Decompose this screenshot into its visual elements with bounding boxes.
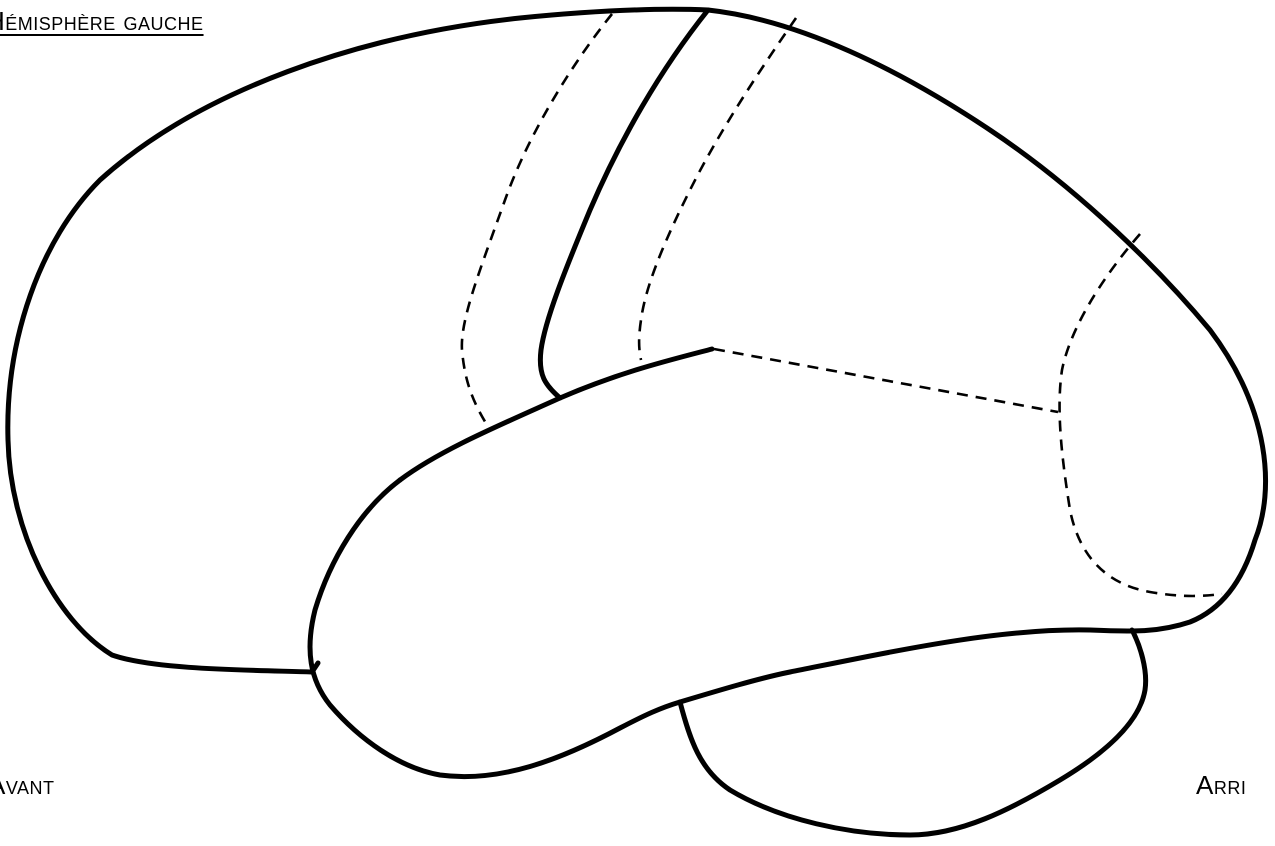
- front-label: Avant: [0, 770, 55, 801]
- cerebellum-outline: [680, 630, 1146, 835]
- back-label: Arri: [1196, 770, 1246, 801]
- lateral-fissure: [400, 349, 712, 480]
- precentral-sulcus: [462, 14, 612, 425]
- hemisphere-title: Hémisphère gauche: [0, 6, 204, 37]
- parieto-temporal-boundary: [714, 349, 1058, 412]
- temporal-lobe-outline: [310, 480, 680, 777]
- parieto-occipital-boundary: [1060, 234, 1222, 596]
